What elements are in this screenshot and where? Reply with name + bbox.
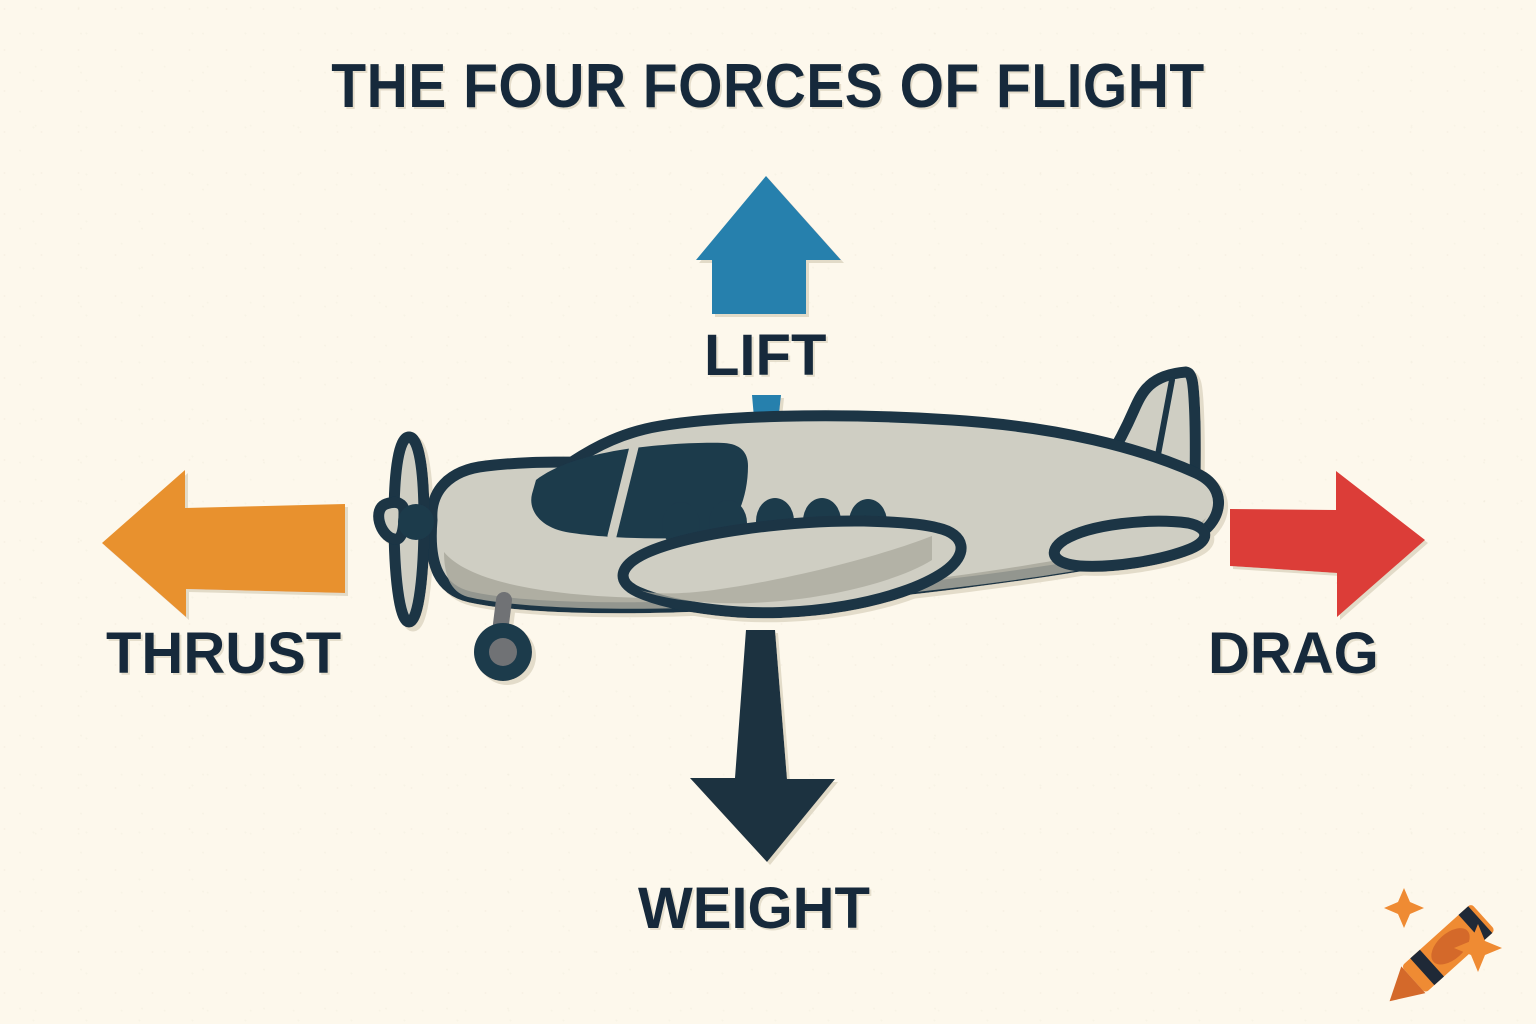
lift-arrow-head bbox=[696, 176, 841, 314]
thrust-arrow-shape bbox=[102, 470, 345, 617]
weight-arrow bbox=[690, 630, 835, 862]
landing-gear-hub bbox=[489, 638, 517, 666]
crayon-band-upper bbox=[1458, 906, 1493, 942]
crayon-logo[interactable] bbox=[1378, 904, 1496, 1015]
drag-arrow bbox=[1230, 471, 1425, 617]
fuselage-belly-shadow bbox=[444, 518, 1206, 609]
crayon-label-oval bbox=[1431, 928, 1470, 965]
crayon-band-lower bbox=[1410, 949, 1444, 986]
thrust-arrow bbox=[102, 470, 345, 617]
sparkle-icon bbox=[1454, 924, 1502, 972]
horizontal-stabilizer bbox=[1048, 515, 1211, 572]
sparkle-icon bbox=[1384, 888, 1424, 928]
main-wing bbox=[617, 515, 967, 619]
drag-arrow-shape bbox=[1230, 471, 1425, 617]
crayon-tip bbox=[1389, 966, 1426, 1002]
main-wing-shadow bbox=[640, 536, 932, 604]
propeller-hub bbox=[398, 504, 434, 540]
weight-arrow-shape bbox=[690, 630, 835, 862]
cockpit-pillar bbox=[607, 442, 639, 541]
